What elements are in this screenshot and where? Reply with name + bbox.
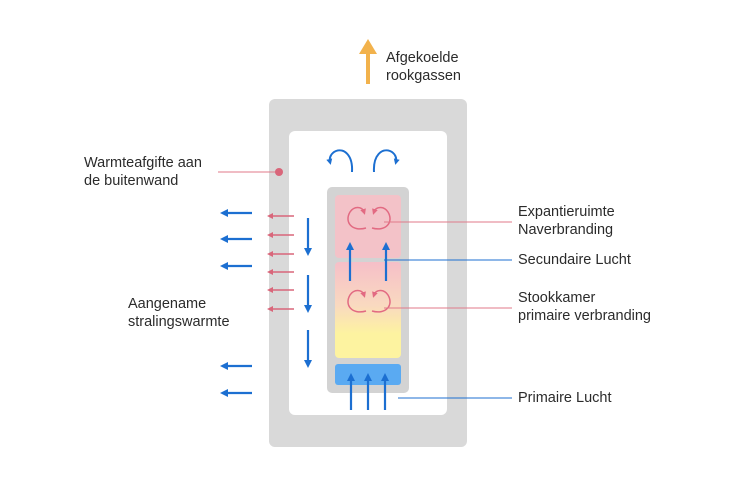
firebox-chamber bbox=[335, 262, 401, 358]
wall-heat-arrows bbox=[267, 213, 294, 312]
firebox-label: Stookkamer primaire verbranding bbox=[518, 290, 651, 324]
radiant-heat-label: Aangename stralingswarmte bbox=[128, 296, 230, 330]
leader-lines bbox=[218, 168, 512, 399]
firebox-swirl-icon bbox=[347, 289, 391, 313]
exhaust-arrow-icon bbox=[359, 39, 377, 84]
radiant-heat-arrows bbox=[220, 209, 252, 397]
expansion-chamber-label: Expantieruimte Naverbranding bbox=[518, 204, 619, 238]
secondary-air-label: Secundaire Lucht bbox=[518, 252, 631, 268]
wall-heat-marker bbox=[275, 168, 283, 176]
exhaust-label: Afgekoelde rookgassen bbox=[386, 50, 463, 84]
secondary-air-arrows bbox=[346, 242, 390, 281]
circulation-curl-icon bbox=[326, 149, 400, 173]
wall-heat-label: Warmteafgifte aan de buitenwand bbox=[84, 155, 206, 189]
expansion-chamber bbox=[335, 195, 401, 258]
expansion-swirl-icon bbox=[347, 206, 391, 230]
primary-air-label: Primaire Lucht bbox=[518, 390, 611, 406]
primary-air-arrows bbox=[347, 373, 389, 410]
